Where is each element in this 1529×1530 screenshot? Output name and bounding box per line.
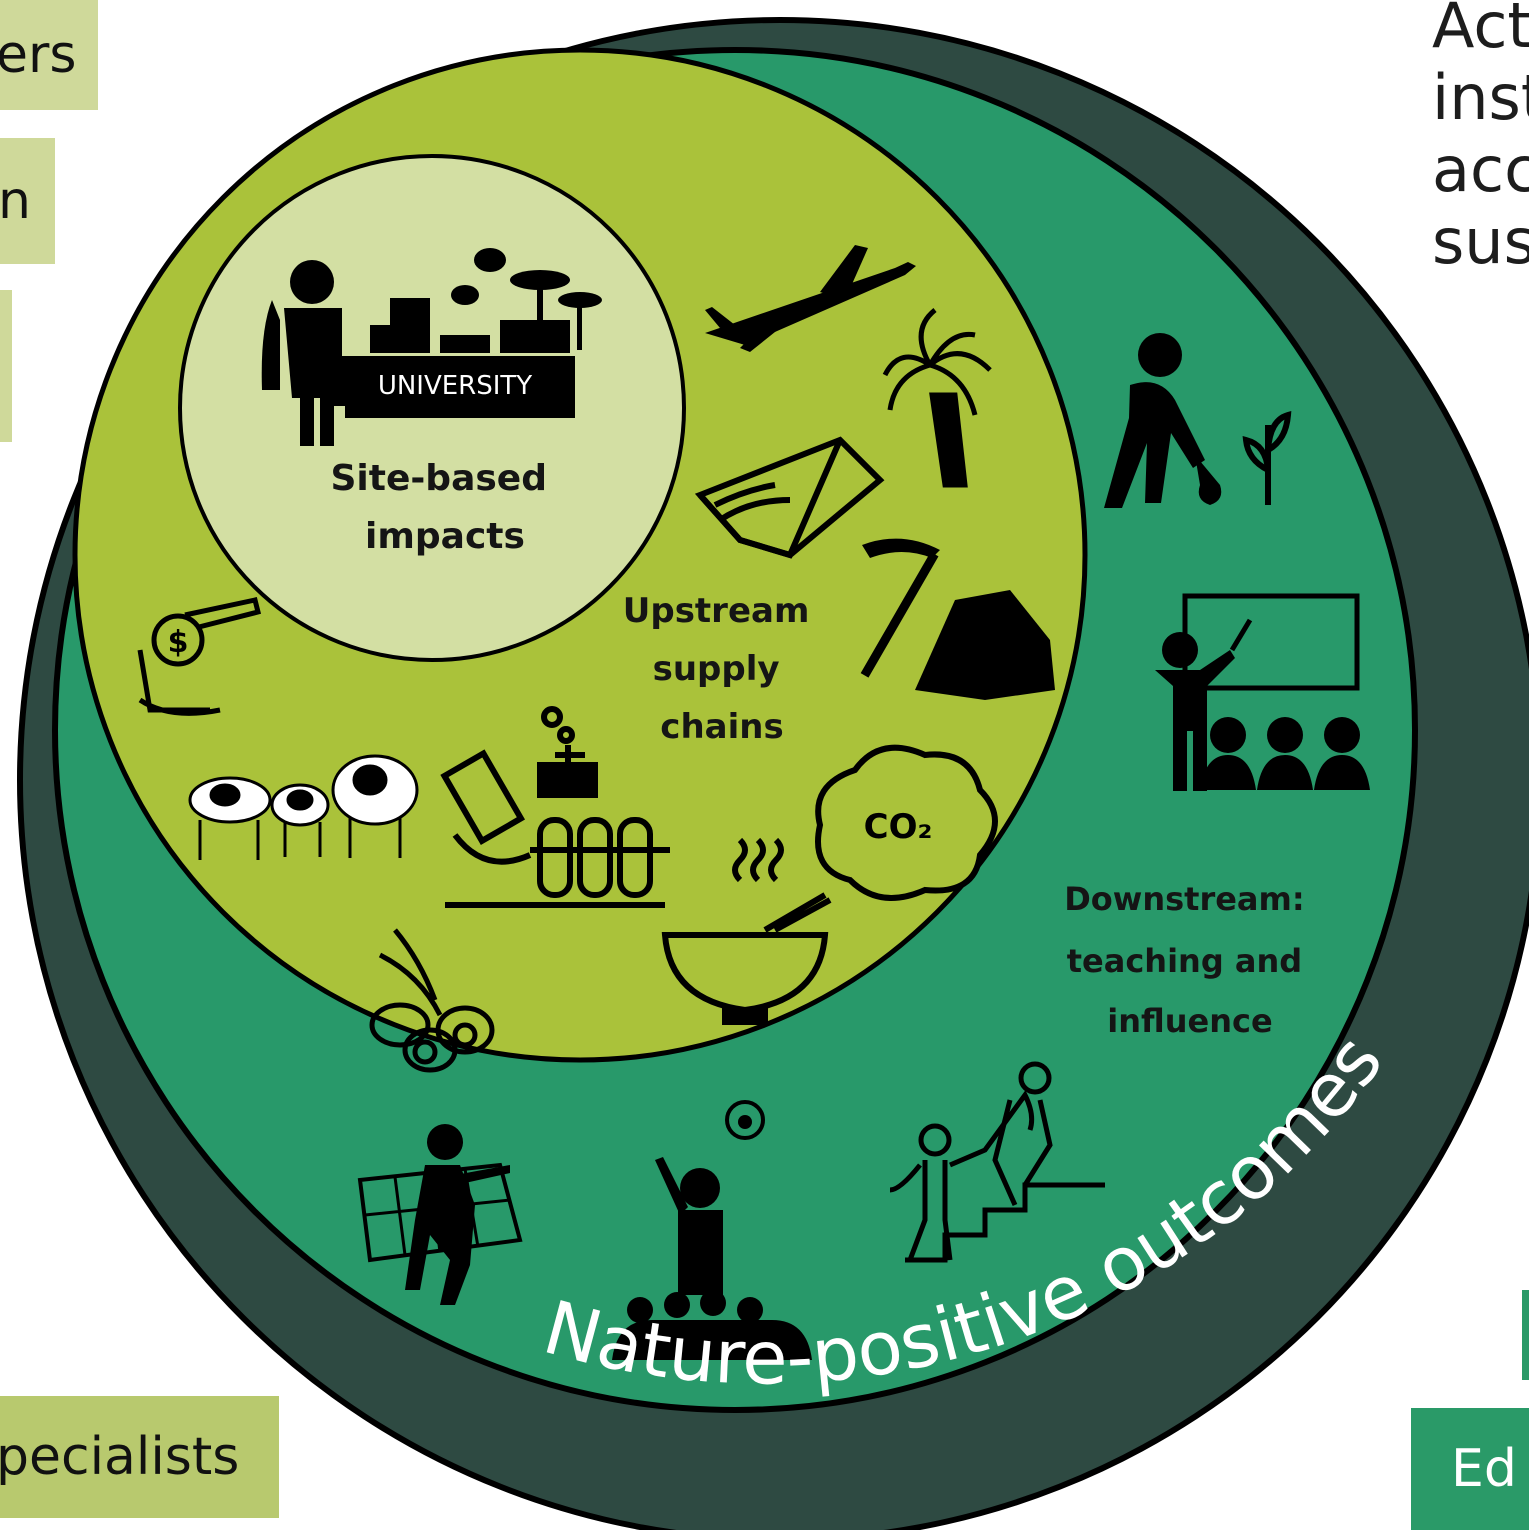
site-based-label-line-1: Site-based	[330, 458, 547, 499]
upstream-label-line-3: chains	[660, 707, 783, 747]
co2-label: CO₂	[864, 807, 933, 847]
downstream-label: Downstream: teaching and influence	[1064, 880, 1316, 1040]
svg-text:$: $	[168, 625, 189, 660]
stakeholder-tag-2-text: n	[0, 171, 31, 231]
helping-hand-icon	[889, 1061, 1105, 1263]
actions-text-line-2: inst	[1432, 61, 1529, 134]
stakeholder-tag-4: pecialists	[0, 1396, 279, 1518]
stakeholder-tag-3	[0, 290, 12, 442]
planting-person-icon	[1104, 333, 1292, 508]
noodle-bowl-icon	[661, 837, 832, 1025]
upstream-label-line-2: supply	[653, 649, 780, 689]
timber-icon	[694, 436, 885, 559]
solar-panel-worker-icon	[357, 1124, 523, 1305]
right-green-bar	[1522, 1290, 1529, 1380]
airplane-icon	[705, 245, 916, 352]
site-based-label: Site-based impacts	[330, 458, 559, 557]
university-sign-text: UNIVERSITY	[378, 371, 532, 401]
upstream-label: Upstream supply chains	[623, 591, 821, 747]
stakeholder-tag-1: ers	[0, 0, 98, 110]
stakeholder-tag-4-text: pecialists	[0, 1427, 240, 1487]
stakeholder-tag-2: n	[0, 138, 55, 264]
cattle-icon	[188, 754, 419, 860]
downstream-label-line-2: teaching and	[1067, 942, 1302, 980]
laboratory-icon	[440, 706, 670, 908]
actions-text-line-1: Act	[1432, 0, 1529, 62]
actions-text-line-4: sus	[1432, 205, 1529, 278]
pension-icon: $	[137, 597, 262, 716]
site-based-label-line-2: impacts	[365, 516, 525, 557]
actions-text: Act inst acc sus	[1432, 0, 1529, 278]
downstream-label-line-1: Downstream:	[1064, 880, 1304, 918]
palm-fruit-icon	[369, 928, 495, 1073]
education-tag-text: Ed	[1451, 1439, 1517, 1499]
palm-tree-icon	[882, 308, 992, 488]
co2-cloud-icon: CO₂	[815, 744, 998, 901]
upstream-label-line-1: Upstream	[623, 591, 810, 631]
university-icon	[261, 248, 602, 446]
education-tag: Ed	[1411, 1408, 1529, 1530]
actions-text-line-3: acc	[1432, 133, 1529, 206]
downstream-label-line-3: influence	[1107, 1002, 1272, 1040]
stakeholder-tag-1-text: ers	[0, 25, 77, 85]
speaker-icon	[612, 1100, 812, 1360]
teacher-icon	[1155, 593, 1370, 791]
mining-icon	[860, 538, 1055, 700]
